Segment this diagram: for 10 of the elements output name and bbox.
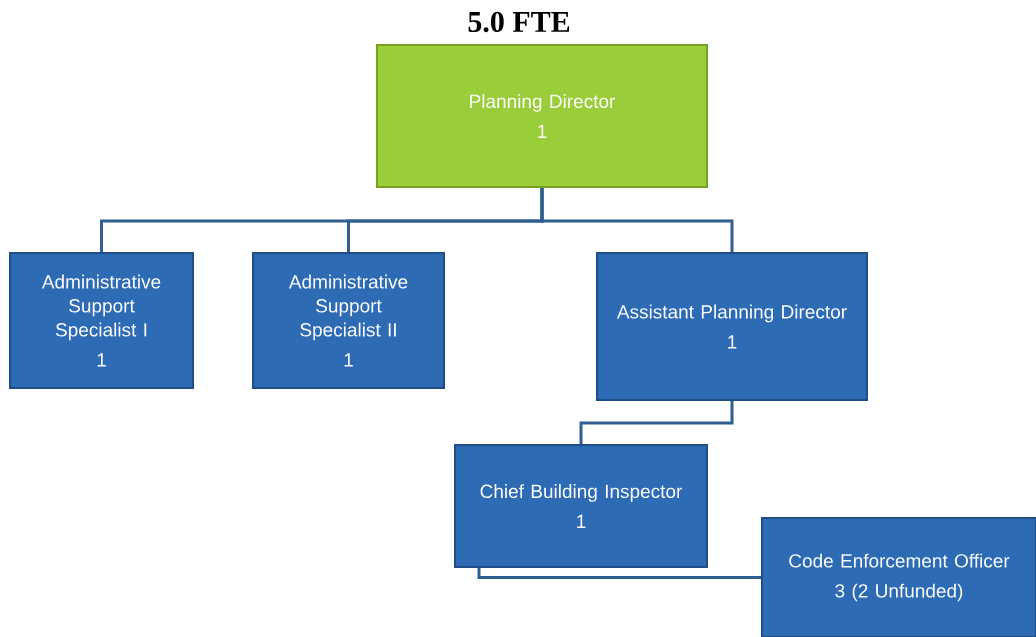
org-box: Administrative Support Specialist I 1 (9, 252, 194, 389)
org-box: Assistant Planning Director 1 (596, 252, 868, 401)
connector-line (540, 188, 734, 252)
org-box: Chief Building Inspector 1 (454, 444, 708, 568)
connector-line (579, 401, 734, 444)
org-box: Administrative Support Specialist II 1 (252, 252, 445, 389)
title: 5.0 FTE (468, 11, 570, 33)
org-box: Code Enforcement Officer 3 (2 Unfunded) (761, 517, 1036, 637)
connector-line (477, 568, 761, 579)
org-box: Planning Director 1 (376, 44, 708, 188)
